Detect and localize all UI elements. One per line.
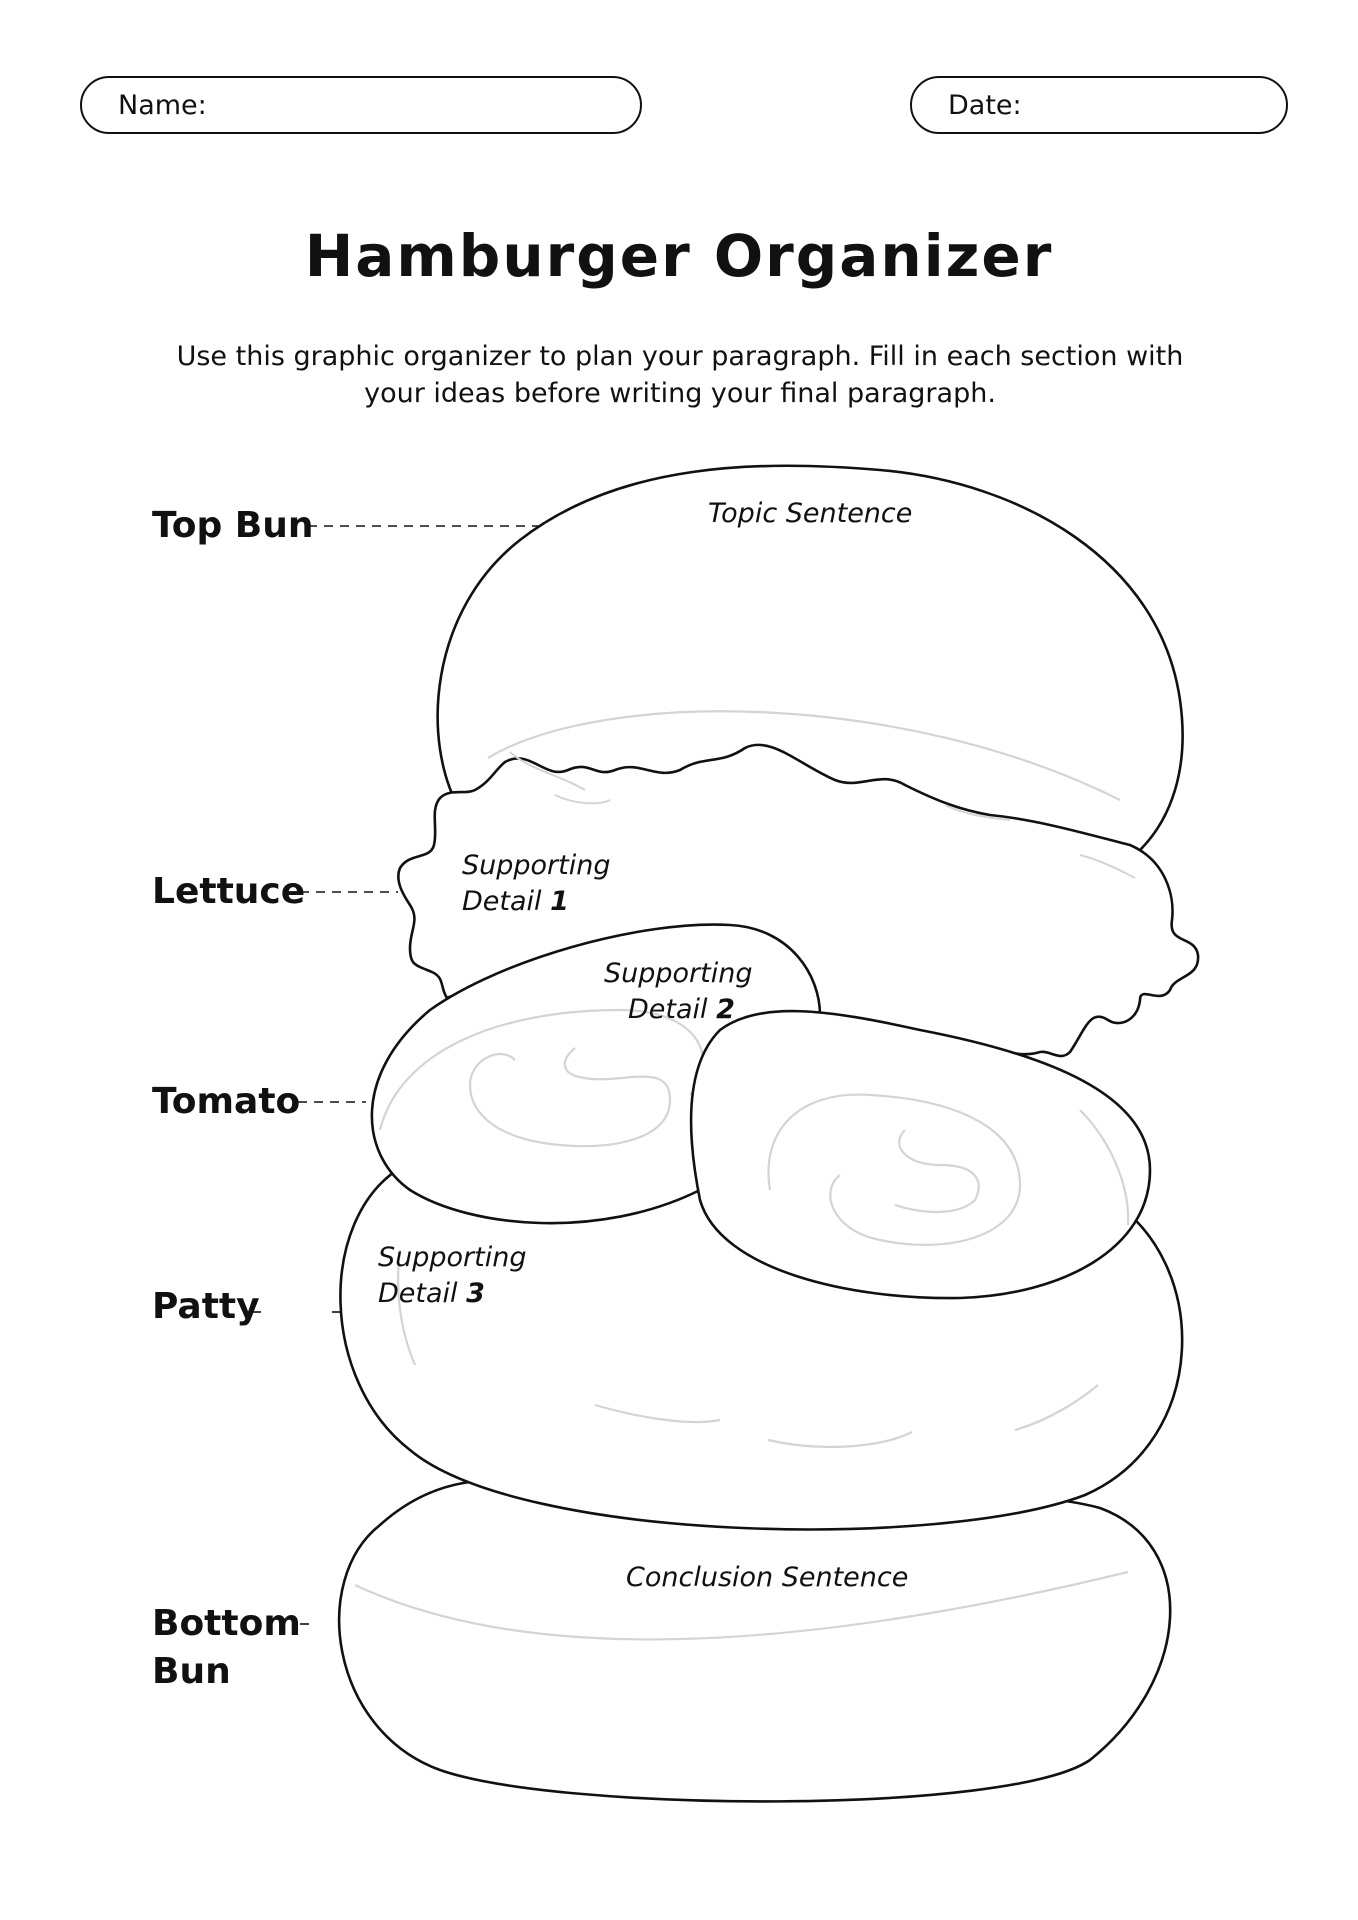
tomato-detail-text[interactable]: Supporting Detail 2 [604,956,753,1028]
label-tomato: Tomato [152,1078,300,1126]
patty-detail-number: 3 [466,1278,485,1309]
label-bottom-bun-line-2: Bun [152,1648,301,1696]
conclusion-sentence-text[interactable]: Conclusion Sentence [626,1560,908,1596]
label-bottom-bun-line-1: Bottom [152,1600,301,1648]
tomato-detail-line-1: Supporting [604,956,753,992]
lettuce-detail-number: 1 [550,886,569,917]
patty-detail-line-1: Supporting [378,1240,527,1276]
lettuce-detail-line-1: Supporting [462,848,611,884]
lettuce-detail-line-2: Detail 1 [462,884,611,920]
patty-detail-line-2: Detail 3 [378,1276,527,1312]
label-lettuce: Lettuce [152,868,305,916]
topic-sentence-text[interactable]: Topic Sentence [708,496,912,532]
lettuce-detail-text[interactable]: Supporting Detail 1 [462,848,611,920]
label-bottom-bun: Bottom Bun [152,1600,301,1696]
label-top-bun: Top Bun [152,502,314,550]
patty-detail-text[interactable]: Supporting Detail 3 [378,1240,527,1312]
label-patty: Patty [152,1283,260,1331]
tomato-slice-right[interactable] [691,1011,1150,1298]
tomato-detail-number: 2 [716,994,735,1025]
tomato-detail-line-2: Detail 2 [604,992,753,1028]
